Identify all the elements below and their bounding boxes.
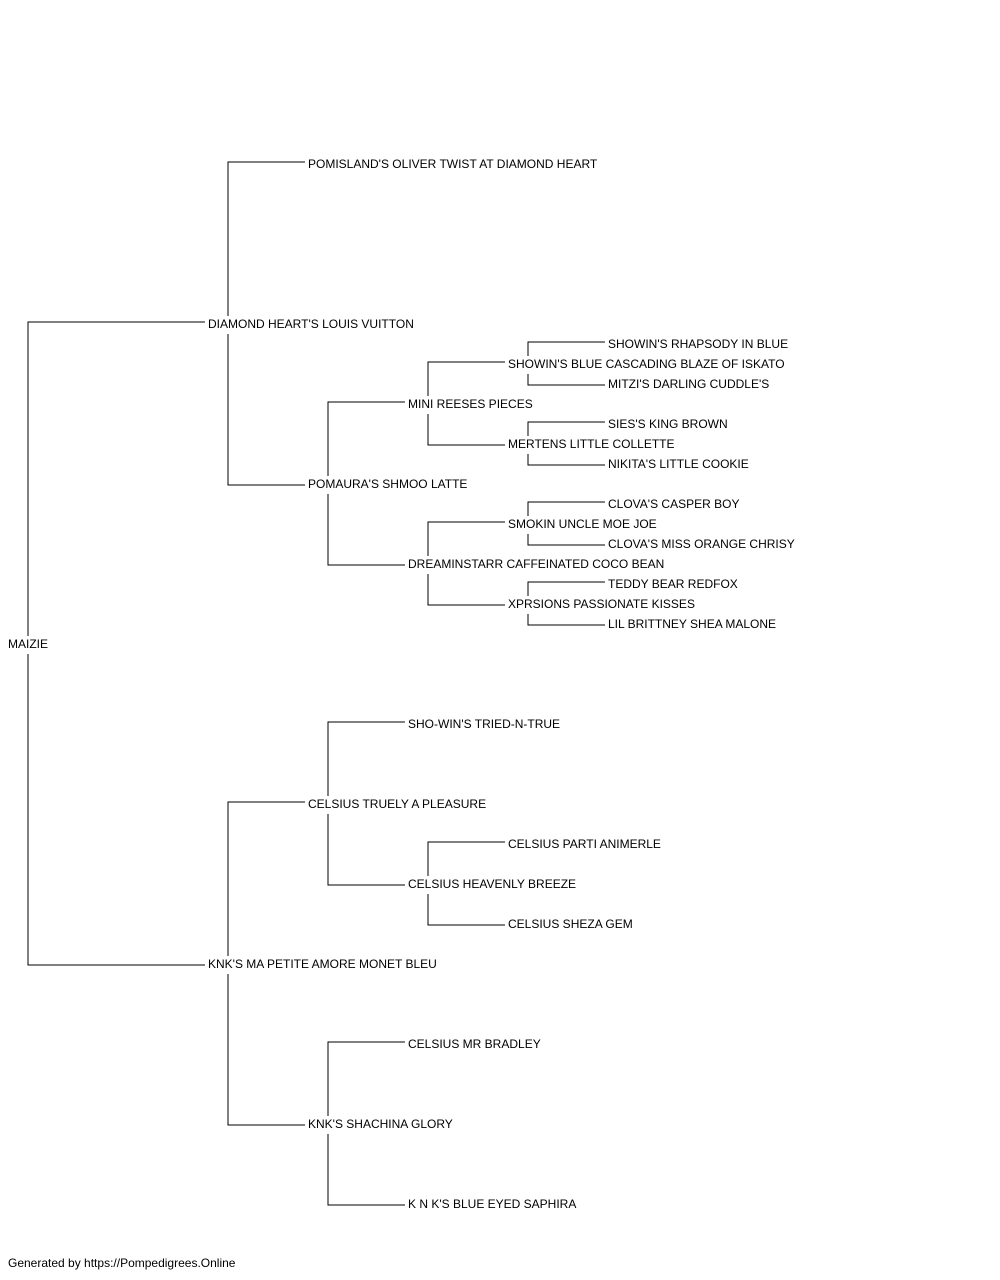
connector-sds-sire [427,361,505,396]
node-sire-dam-sire-dam-dam: NIKITA'S LITTLE COOKIE [608,457,749,471]
node-dam-sire-dam-sire: CELSIUS PARTI ANIMERLE [508,837,661,851]
connector-sddd-sire [527,581,605,596]
node-labels: MAIZIE DIAMOND HEART'S LOUIS VUITTON POM… [8,157,795,1211]
node-subject: MAIZIE [8,637,48,651]
node-dam-dam-sire: CELSIUS MR BRADLEY [408,1037,541,1051]
connector-sdds-sire [527,501,605,516]
node-sire-dam-dam-dam-sire: TEDDY BEAR REDFOX [608,577,738,591]
connector-sdds-dam [527,534,605,546]
node-sire-dam-sire: MINI REESES PIECES [408,397,533,411]
node-sire-dam-sire-sire: SHOWIN'S BLUE CASCADING BLAZE OF ISKATO [508,357,785,371]
node-sire-dam-dam-dam: XPRSIONS PASSIONATE KISSES [508,597,695,611]
connector-sire-sire [227,161,305,316]
footer-credit: Generated by https://Pompedigrees.Online [8,1256,236,1270]
node-dam-sire-dam-dam: CELSIUS SHEZA GEM [508,917,633,931]
connector-sire-dam-dam [327,494,405,566]
connector-sdss-sire [527,341,605,356]
connector-sire-dam [227,334,305,486]
node-dam: KNK'S MA PETITE AMORE MONET BLEU [208,957,437,971]
node-sire-sire: POMISLAND'S OLIVER TWIST AT DIAMOND HEAR… [308,157,598,171]
connector-sire-dam-sire [327,401,405,476]
node-sire-dam-dam-sire-dam: CLOVA'S MISS ORANGE CHRISY [608,537,795,551]
connector-ds-sire [327,721,405,796]
node-sire-dam-sire-sire-sire: SHOWIN'S RHAPSODY IN BLUE [608,337,788,351]
node-dam-dam: KNK'S SHACHINA GLORY [308,1117,453,1131]
connector-sdss-dam [527,374,605,386]
node-sire-dam-dam-sire: SMOKIN UNCLE MOE JOE [508,517,657,531]
connector-dam-dam [227,974,305,1126]
connector-sdsd-dam [527,454,605,466]
connector-sds-dam [427,414,505,446]
node-sire-dam-dam: DREAMINSTARR CAFFEINATED COCO BEAN [408,557,664,571]
connector-dam-sire [227,801,305,956]
node-sire-dam-dam-sire-sire: CLOVA'S CASPER BOY [608,497,739,511]
node-sire-dam-sire-sire-dam: MITZI'S DARLING CUDDLE'S [608,377,769,391]
pedigree-tree: MAIZIE DIAMOND HEART'S LOUIS VUITTON POM… [8,157,795,1211]
connector-sddd-dam [527,614,605,626]
node-sire-dam-sire-dam: MERTENS LITTLE COLLETTE [508,437,674,451]
connector-sdsd-sire [527,421,605,436]
node-sire-dam: POMAURA'S SHMOO LATTE [308,477,467,491]
node-dam-sire-sire: SHO-WIN'S TRIED-N-TRUE [408,717,560,731]
node-sire: DIAMOND HEART'S LOUIS VUITTON [208,317,414,331]
node-dam-dam-dam: K N K'S BLUE EYED SAPHIRA [408,1197,576,1211]
connector-sdd-dam [427,574,505,606]
node-dam-sire: CELSIUS TRUELY A PLEASURE [308,797,486,811]
connector-dd-dam [327,1134,405,1206]
node-dam-sire-dam: CELSIUS HEAVENLY BREEZE [408,877,576,891]
connector-subject-dam [27,654,205,966]
connector-dd-sire [327,1041,405,1116]
connector-ds-dam [327,814,405,886]
connector-subject-sire [27,321,205,636]
connectors [27,161,605,1206]
node-sire-dam-dam-dam-dam: LIL BRITTNEY SHEA MALONE [608,617,776,631]
connector-sdd-sire [427,521,505,556]
node-sire-dam-sire-dam-sire: SIES'S KING BROWN [608,417,728,431]
connector-dsd-sire [427,841,505,876]
connector-dsd-dam [427,894,505,926]
